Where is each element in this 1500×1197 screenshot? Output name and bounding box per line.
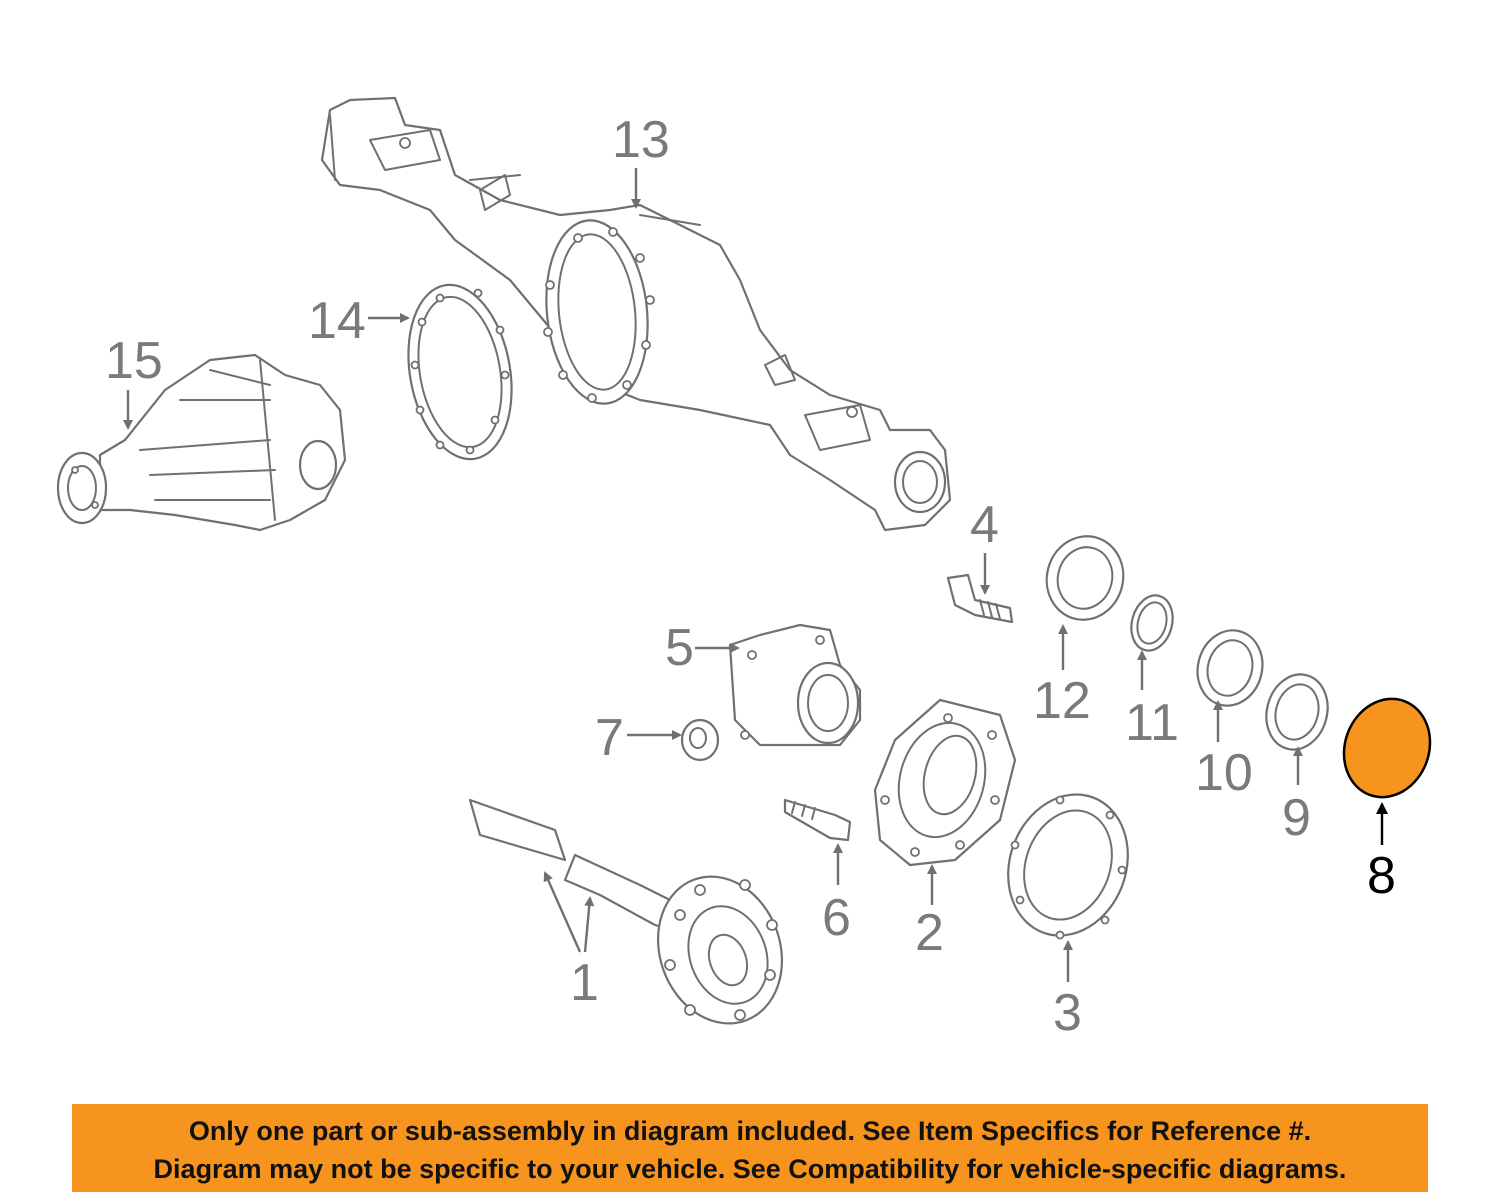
arrow-1b: [583, 896, 595, 953]
callout-9: 9: [1282, 789, 1311, 847]
disclaimer-line-2: Diagram may not be specific to your vehi…: [153, 1154, 1347, 1184]
inner-seal-part: [1045, 535, 1125, 621]
hub-bolt-part: [946, 573, 1014, 624]
callout-4: 4: [970, 496, 999, 554]
oil-seal-part: [1265, 673, 1329, 751]
wheel-bearing-part: [1196, 629, 1264, 707]
callout-12: 12: [1033, 672, 1091, 730]
retainer-gasket-part: [1007, 793, 1129, 940]
callout-11: 11: [1125, 694, 1179, 752]
callout-labels: 13 14 15 4 5 7 12 11 10 9 8 6 2 3 1: [105, 111, 1396, 1042]
callout-2: 2: [915, 904, 944, 962]
gasket-part: [407, 283, 513, 461]
callout-10: 10: [1195, 744, 1253, 802]
arrow-1a: [543, 871, 582, 953]
bearing-retainer-part: [873, 698, 1017, 867]
callout-7: 7: [595, 709, 624, 767]
callout-13: 13: [612, 111, 670, 169]
disclaimer-line-1: Only one part or sub-assembly in diagram…: [188, 1116, 1312, 1146]
axle-housing-part: [320, 96, 952, 532]
parts-diagram: 13 14 15 4 5 7 12 11 10 9 8 6 2 3 1: [56, 96, 1432, 1042]
snap-ring-part: [1130, 594, 1174, 652]
differential-carrier-part: [56, 353, 347, 532]
wheel-stud-part: [783, 798, 852, 842]
hub-housing-part: [728, 623, 862, 747]
callout-5: 5: [665, 619, 694, 677]
leader-arrows: [123, 168, 1388, 982]
callout-3: 3: [1053, 984, 1082, 1042]
callout-15: 15: [105, 332, 163, 390]
highlighted-part-8: [1342, 697, 1432, 799]
callout-8: 8: [1367, 847, 1396, 905]
callout-6: 6: [822, 889, 851, 947]
callout-14: 14: [308, 292, 366, 350]
disclaimer-banner: Only one part or sub-assembly in diagram…: [72, 1104, 1428, 1192]
axle-shaft-part: [468, 798, 784, 1025]
nut-part: [680, 718, 720, 762]
callout-1: 1: [570, 954, 599, 1012]
